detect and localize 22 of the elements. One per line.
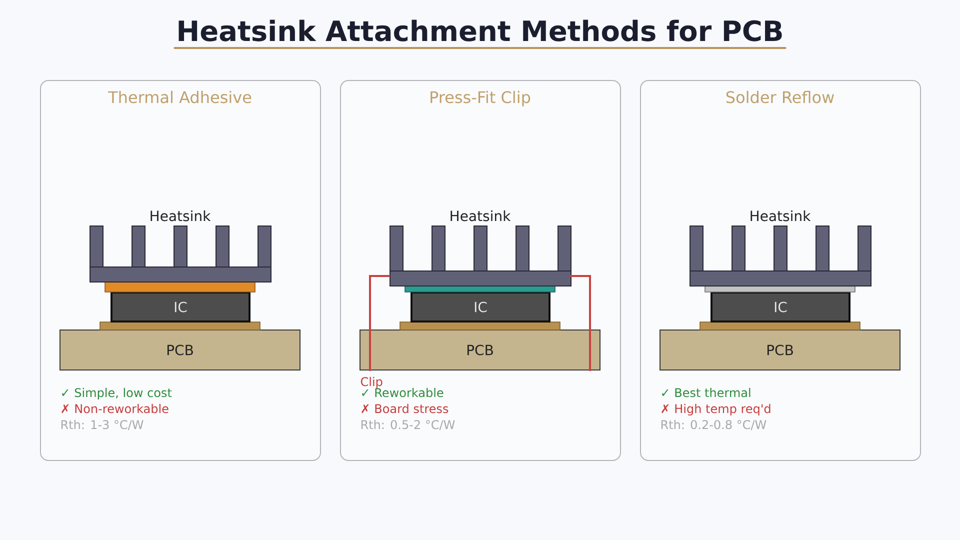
pcb-board: PCB xyxy=(60,330,300,370)
panel-heading: Solder Reflow xyxy=(726,90,834,104)
panel-heading: Thermal Adhesive xyxy=(108,90,252,104)
ic-chip: IC xyxy=(410,292,550,322)
title: Heatsink Attachment Methods for PCB xyxy=(178,20,782,42)
drawback-note: ✗ Board stress xyxy=(362,404,448,414)
thermal-resistance-note: Rth: 0.2-0.8 °C/W xyxy=(661,420,766,430)
advantage-note: ✓ Reworkable xyxy=(362,388,444,398)
pcb-board: PCB xyxy=(360,330,600,370)
drawback-note: ✗ Non-reworkable xyxy=(62,404,168,414)
ic-chip: IC xyxy=(110,292,250,322)
heatsink-label: Heatsink xyxy=(150,210,211,222)
thermal-resistance-note: Rth: 1-3 °C/W xyxy=(61,420,144,430)
pcb-board: PCB xyxy=(660,330,900,370)
advantage-note: ✓ Best thermal xyxy=(662,388,750,398)
panel-heading: Press-Fit Clip xyxy=(430,90,530,106)
heatsink-label: Heatsink xyxy=(450,210,511,222)
ic-chip: IC xyxy=(710,292,850,322)
thermal-resistance-note: Rth: 0.5-2 °C/W xyxy=(361,420,455,430)
heatsink-label: Heatsink xyxy=(750,210,811,222)
drawback-note: ✗ High temp req'd xyxy=(662,404,770,416)
advantage-note: ✓ Simple, low cost xyxy=(62,388,172,400)
